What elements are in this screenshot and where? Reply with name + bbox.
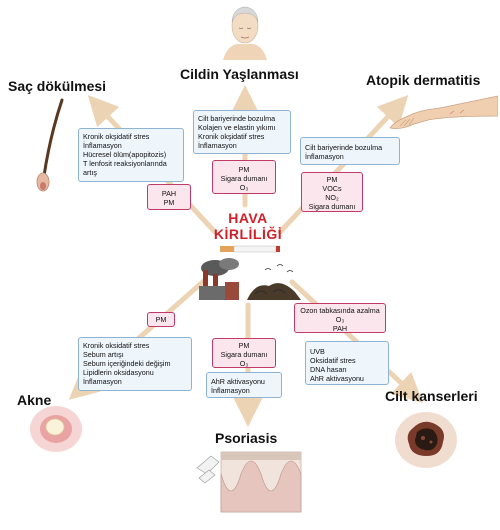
pollutant-item: PM <box>238 165 250 174</box>
acne-title: Akne <box>17 392 52 408</box>
skin-cancers-mechanisms-box: UVB Oksidatif stres DNA hasarı AhR aktiv… <box>305 341 389 385</box>
mechanism-item: Hücresel ölüm(apopitozis) <box>83 150 167 159</box>
mechanism-item: İnflamasyon <box>198 141 237 150</box>
pollutant-item: PM <box>163 198 175 207</box>
mechanism-item: Sebum artışı <box>83 350 124 359</box>
mechanism-item: Kronik oksidatif stres <box>83 341 150 350</box>
scratching-arm-illustration <box>380 86 498 132</box>
center-title: HAVA KİRLİLİĞİ <box>200 210 296 242</box>
mechanism-item: İnflamasyon <box>83 141 122 150</box>
pollutant-item: PM <box>155 315 167 324</box>
mechanism-item: İnflamasyon <box>305 152 344 161</box>
skin-cancers-title: Cilt kanserleri <box>385 388 478 404</box>
pollutant-item: Ozon tabkasında azalma <box>300 306 380 315</box>
skin-aging-mechanisms-box: Cilt bariyerinde bozulma Kolajen ve elas… <box>193 110 291 154</box>
mechanism-item: Kronik okşidatif stres <box>198 132 265 141</box>
acne-mechanisms-box: Kronik oksidatif stres Sebum artışı Sebu… <box>78 337 192 391</box>
mechanism-item: Sebum içeriğindeki değişim <box>83 359 171 368</box>
pollutant-item: NO₂ <box>325 193 339 202</box>
arrow-to-skin-cancers <box>289 279 424 404</box>
psoriasis-mechanisms-box: AhR aktivasyonu İnflamasyon <box>206 372 282 398</box>
skin-aging-pollutants-box: PM Sigara dumanı O₃ <box>212 160 276 194</box>
mechanism-item: DNA hasarı <box>310 365 347 374</box>
pollutant-item: PAH <box>161 189 177 198</box>
mechanism-item: AhR aktivasyonu <box>211 377 265 386</box>
hair-follicle-illustration <box>28 96 68 196</box>
psoriasis-title: Psoriasis <box>215 430 278 446</box>
pollutant-item: Sigara dumanı <box>308 202 356 211</box>
skin-section-illustration <box>195 448 305 514</box>
pollutant-item: PAH <box>332 324 348 333</box>
pollutant-item: PM <box>238 341 250 350</box>
center-title-line2: KİRLİLİĞİ <box>213 226 283 242</box>
mechanism-item: Kolajen ve elastin yıkımı <box>198 123 276 132</box>
face-illustration <box>215 2 275 60</box>
hair-loss-pollutants-box: PAH PM <box>147 184 191 210</box>
hair-loss-title: Saç dökülmesi <box>8 78 107 94</box>
hair-loss-mechanisms-box: Kronik okşidatif stres İnflamasyon Hücre… <box>78 128 184 182</box>
cigarette-illustration <box>220 244 280 254</box>
mechanism-item: UVB <box>310 347 325 356</box>
mechanism-item: AhR aktivasyonu <box>310 374 364 383</box>
mechanism-item: Cilt bariyerinde bozulma <box>305 143 383 152</box>
center-title-line1: HAVA <box>228 210 268 226</box>
arrow-to-atopic-dermatitis <box>277 95 409 235</box>
pollutant-item: Sigara dumanı <box>220 350 268 359</box>
mechanism-item: Cilt bariyerinde bozulma <box>198 114 276 123</box>
atopic-dermatitis-pollutants-box: PM VOCs NO₂ Sigara dumanı <box>301 172 363 212</box>
factory-pollution-illustration <box>195 256 305 302</box>
atopic-dermatitis-mechanisms-box: Cilt bariyerinde bozulma İnflamasyon <box>300 137 400 165</box>
mechanism-item: T lenfosit reaksiyonlarında <box>83 159 167 168</box>
pollutant-item: Sigara dumanı <box>220 174 268 183</box>
pollutant-item: O₃ <box>239 359 249 368</box>
skin-aging-title: Cildin Yaşlanması <box>180 66 299 82</box>
mechanism-item: İnflamasyon <box>83 377 122 386</box>
mechanism-item: Lipidlerin oksidasyonu <box>83 368 154 377</box>
mechanism-item: İnflamasyon <box>211 386 250 395</box>
pollutant-item: VOCs <box>322 184 342 193</box>
atopic-dermatitis-title: Atopik dermatitis <box>366 72 481 88</box>
pollutant-item: O₃ <box>335 315 345 324</box>
acne-lesion-illustration <box>28 404 84 454</box>
acne-pollutants-box: PM <box>147 312 175 327</box>
skin-cancers-pollutants-box: Ozon tabkasında azalma O₃ PAH <box>294 303 386 333</box>
skin-cancer-lesion-illustration <box>393 410 459 470</box>
pollutant-item: O₃ <box>239 183 249 192</box>
pollutant-item: PM <box>326 175 338 184</box>
psoriasis-pollutants-box: PM Sigara dumanı O₃ <box>212 338 276 368</box>
mechanism-item: artış <box>83 168 97 177</box>
mechanism-item: Oksidatif stres <box>310 356 356 365</box>
mechanism-item: Kronik okşidatif stres <box>83 132 150 141</box>
